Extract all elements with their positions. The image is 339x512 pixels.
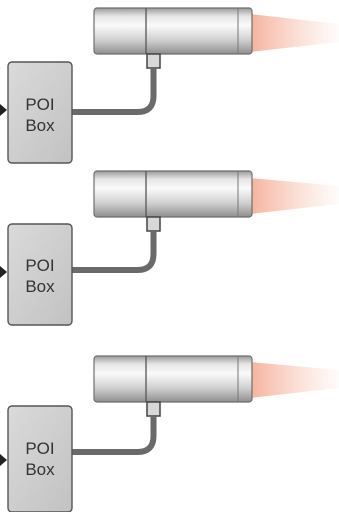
- poi-box-label-2a: POI: [25, 256, 54, 275]
- cable-3: [70, 416, 157, 455]
- sensor-head-2: [93, 170, 253, 218]
- cable-2: [70, 231, 157, 273]
- poi-box-label-3a: POI: [25, 439, 54, 458]
- connector-1: [146, 53, 161, 69]
- poi-box-2: [7, 223, 73, 326]
- input-arrow-3: [0, 454, 7, 466]
- poi-box-label-3b: Box: [25, 460, 55, 479]
- connector-3: [146, 401, 161, 417]
- poi-box-label-1a: POI: [25, 95, 54, 114]
- unit-1: POI Box: [0, 7, 339, 164]
- poi-box-1: [7, 61, 73, 164]
- unit-2: POI Box: [0, 170, 339, 326]
- input-arrow-1: [0, 104, 7, 116]
- laser-beam-1: [250, 14, 339, 52]
- sensor-head-1: [93, 7, 253, 55]
- poi-box-label-2b: Box: [25, 277, 55, 296]
- laser-beam-2: [250, 178, 339, 214]
- unit-3: POI Box: [0, 355, 339, 512]
- laser-beam-3: [250, 362, 339, 398]
- poi-box-label-1b: Box: [25, 116, 55, 135]
- input-arrow-2: [0, 266, 7, 278]
- sensor-head-3: [93, 355, 253, 403]
- cable-1: [70, 68, 157, 115]
- connector-2: [146, 216, 161, 232]
- poi-box-3: [7, 405, 73, 512]
